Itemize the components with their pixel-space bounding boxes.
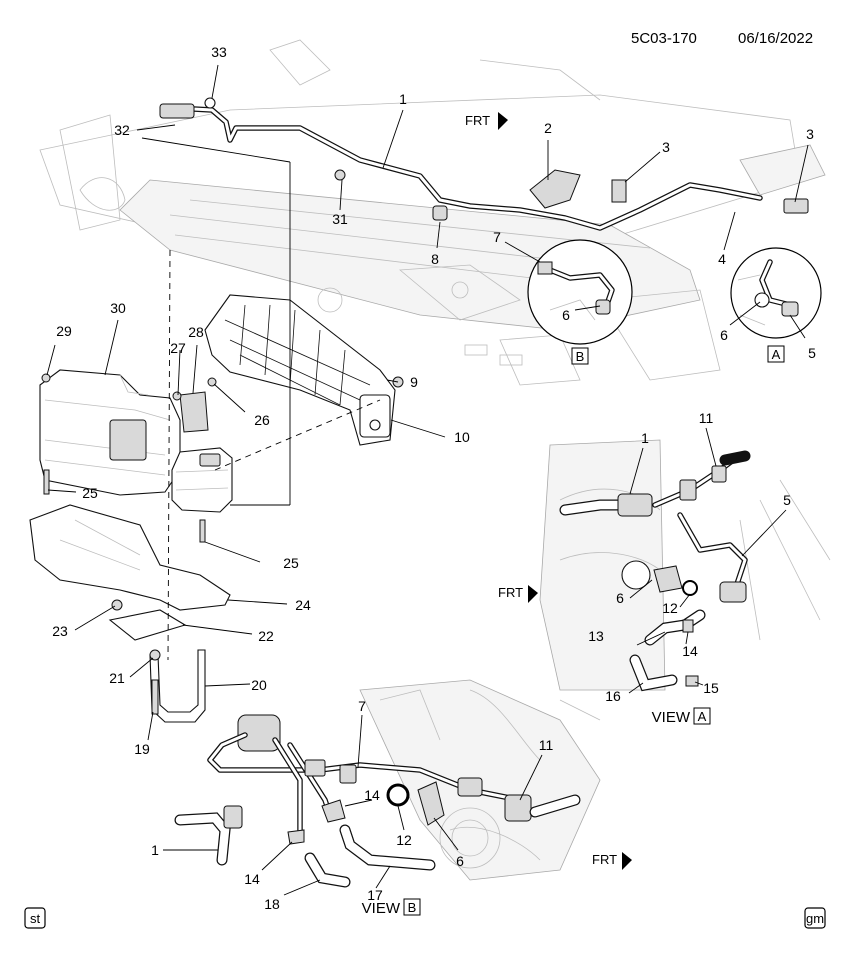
view-a-drawing (539, 439, 831, 692)
callout-8: 8 (431, 251, 439, 267)
diagram-date: 06/16/2022 (738, 30, 813, 47)
callout-12-view-a: 12 (662, 600, 678, 616)
callout-19: 19 (134, 741, 150, 757)
callout-15: 15 (703, 680, 719, 696)
callout-5-view-a: 5 (783, 492, 791, 508)
callout-1-view-b: 1 (151, 842, 159, 858)
svg-text:gm: gm (806, 911, 824, 926)
callout-12-view-b: 12 (396, 832, 412, 848)
callout-25-right: 25 (283, 555, 299, 571)
frt-arrow-top: FRT (465, 112, 508, 130)
callout-6-circle-b: 6 (562, 307, 570, 323)
callout-21: 21 (109, 670, 125, 686)
callout-11-view-a: 11 (699, 410, 714, 426)
detail-circle-b (527, 239, 633, 345)
callout-13: 13 (588, 628, 604, 644)
vehicle-frame-background (39, 39, 801, 386)
lower-shield (29, 504, 231, 611)
callout-1-top: 1 (399, 91, 407, 107)
callout-25-left: 25 (82, 485, 98, 501)
callout-17: 17 (367, 887, 383, 903)
footer-badge-st: st (24, 907, 46, 929)
callout-11-view-b: 11 (539, 737, 554, 753)
detail-circle-a (730, 247, 822, 339)
callout-31: 31 (332, 211, 348, 227)
callout-18: 18 (264, 896, 280, 912)
callout-14-view-a: 14 (682, 643, 698, 659)
evap-canister (39, 369, 181, 496)
callout-1-view-a: 1 (641, 430, 649, 446)
callout-7-view-b: 7 (358, 698, 366, 714)
callout-26: 26 (254, 412, 270, 428)
callout-27: 27 (170, 340, 186, 356)
view-b-box-label: B (408, 900, 417, 915)
frt-arrow-view-a: FRT (498, 585, 538, 603)
detail-label-a: A (772, 347, 781, 362)
callout-20: 20 (251, 677, 267, 693)
canister-bracket (179, 391, 209, 433)
callout-6-view-b: 6 (456, 853, 464, 869)
frt-arrow-view-b: FRT (592, 852, 632, 870)
callout-22: 22 (258, 628, 274, 644)
detail-label-b: B (576, 349, 585, 364)
detail-label-b-box (571, 347, 589, 365)
callout-6-circle-a: 6 (720, 327, 728, 343)
callout-23: 23 (52, 623, 68, 639)
fasteners (41, 373, 404, 715)
pipe-bracket (529, 169, 581, 209)
callout-9: 9 (410, 374, 418, 390)
callout-3-left: 3 (662, 139, 670, 155)
callout-32: 32 (114, 122, 130, 138)
callout-10: 10 (454, 429, 470, 445)
heat-shield (204, 294, 396, 446)
view-b-box (403, 898, 421, 916)
callout-6-view-a: 6 (616, 590, 624, 606)
clip-right (783, 198, 809, 214)
clip-left (611, 179, 627, 203)
callout-labels: 33 32 1 2 3 3 31 8 4 7 6 6 5 30 29 28 27… (52, 44, 816, 912)
view-a-box-label: A (698, 709, 707, 724)
view-b-caption: VIEW (362, 900, 401, 917)
callout-5-circle-a: 5 (808, 345, 816, 361)
callout-7-top: 7 (493, 229, 501, 245)
callout-30: 30 (110, 300, 126, 316)
callout-33: 33 (211, 44, 227, 60)
canister-connector (159, 97, 216, 119)
callout-14-view-b-right: 14 (364, 787, 380, 803)
gm-logo-badge: gm (804, 907, 826, 929)
callout-3-right: 3 (806, 126, 814, 142)
svg-text:FRT: FRT (498, 585, 523, 600)
callout-28: 28 (188, 324, 204, 340)
nut (432, 205, 448, 221)
callout-14-view-b-left: 14 (244, 871, 260, 887)
callout-2: 2 (544, 120, 552, 136)
vapor-pipe-main (172, 105, 763, 231)
leader-lines (46, 64, 809, 896)
callout-29: 29 (56, 323, 72, 339)
callout-16: 16 (605, 688, 621, 704)
view-a-box (693, 707, 711, 725)
svg-text:FRT: FRT (465, 113, 490, 128)
canister-filter (171, 447, 233, 513)
diagram-id: 5C03-170 (631, 30, 697, 47)
plate-bracket (108, 609, 187, 641)
retainer-clip (334, 169, 346, 181)
svg-text:FRT: FRT (592, 852, 617, 867)
view-b-drawing (174, 679, 601, 888)
detail-label-a-box (767, 345, 785, 363)
svg-text:st: st (30, 911, 41, 926)
background-module (739, 144, 826, 196)
callout-4: 4 (718, 251, 726, 267)
callout-24: 24 (295, 597, 311, 613)
view-a-caption: VIEW (652, 709, 691, 726)
